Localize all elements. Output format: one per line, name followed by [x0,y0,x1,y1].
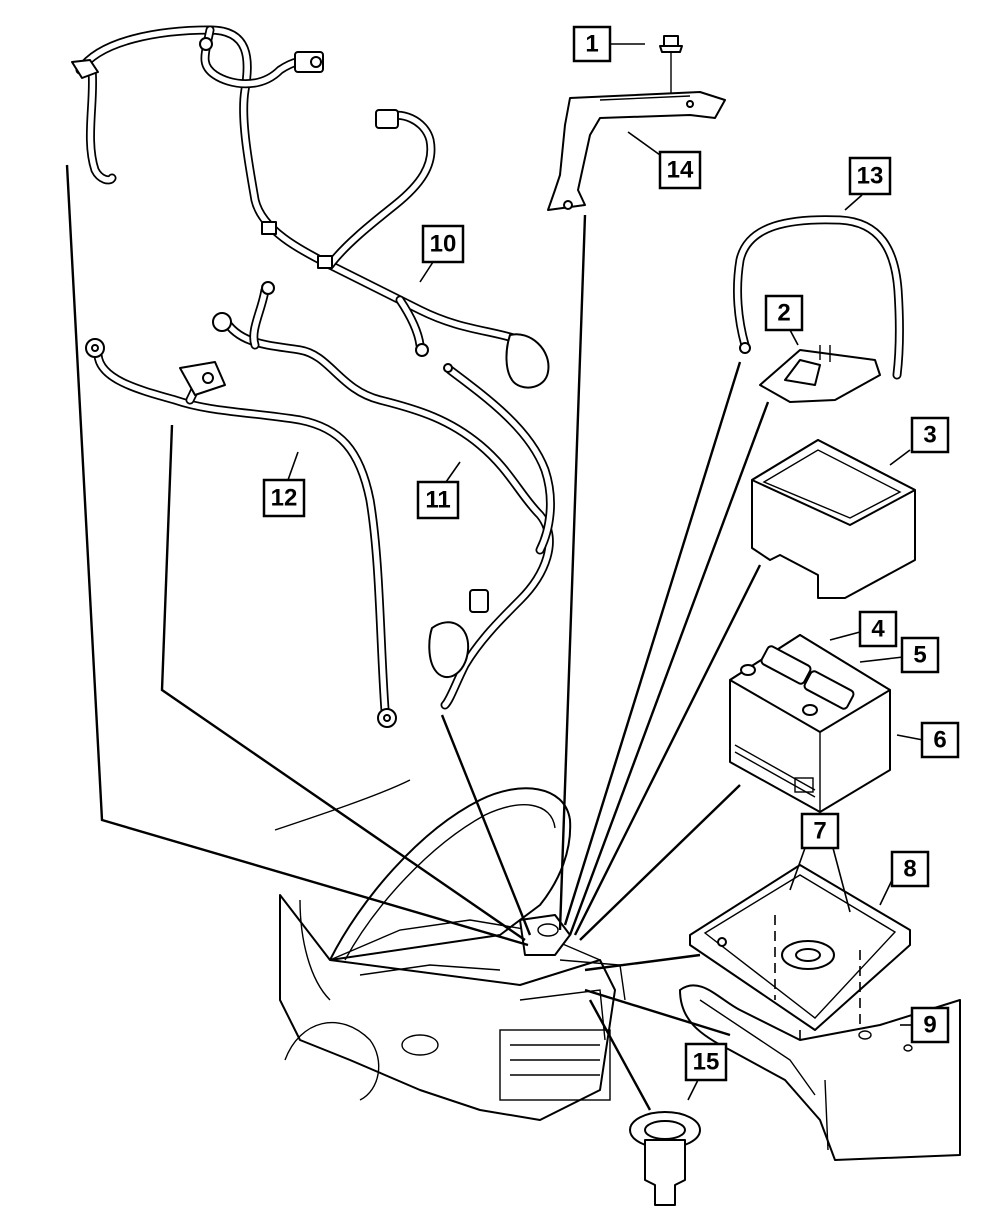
callout-12: 12 [262,478,306,518]
part-14-bracket [547,91,726,211]
callout-label-3: 3 [923,422,936,449]
callout-label-6: 6 [933,727,946,754]
part-13-hold-down-rod [733,215,904,380]
part-11-battery-cable [212,281,555,710]
part-8-battery-tray [689,864,911,1075]
part-12-ground-cable [85,338,397,728]
part-9-tray-support [679,984,961,1161]
leader-lines [65,164,770,1111]
callout-1: 1 [572,25,612,63]
part-3-thermal-guard [751,439,916,599]
callout-label-1: 1 [585,31,598,58]
callout-10: 10 [421,224,465,264]
vehicle-front-structure [274,779,626,1121]
callout-label-15: 15 [693,1049,720,1076]
callout-6: 6 [920,721,960,759]
callout-label-2: 2 [777,300,790,327]
callout-label-11: 11 [425,487,450,514]
callout-label-8: 8 [903,856,916,883]
callout-2: 2 [764,294,804,332]
callout-11: 11 [416,480,460,520]
callout-label-14: 14 [667,157,694,184]
part-15-grommet [629,1111,701,1206]
callout-label-9: 9 [923,1012,936,1039]
callout-label-4: 4 [871,616,885,643]
callout-label-13: 13 [857,163,884,190]
callout-label-10: 10 [430,231,457,258]
callout-14: 14 [658,150,702,190]
callout-label-5: 5 [913,642,926,669]
callout-8: 8 [890,850,930,888]
callout-9: 9 [910,1006,950,1044]
callout-7: 7 [800,812,840,850]
callout-5: 5 [900,636,940,674]
part-10-battery-cable-harness [71,25,550,389]
callout-13: 13 [848,156,892,196]
part-6-battery [729,634,891,813]
callout-label-12: 12 [271,485,298,512]
part-2-hold-down-clamp [759,345,881,403]
callout-leaders [287,43,924,1101]
part-1-bolt [659,35,683,98]
callout-3: 3 [910,416,950,454]
callout-label-7: 7 [813,818,826,845]
callout-15: 15 [684,1042,728,1082]
callout-4: 4 [858,610,898,648]
